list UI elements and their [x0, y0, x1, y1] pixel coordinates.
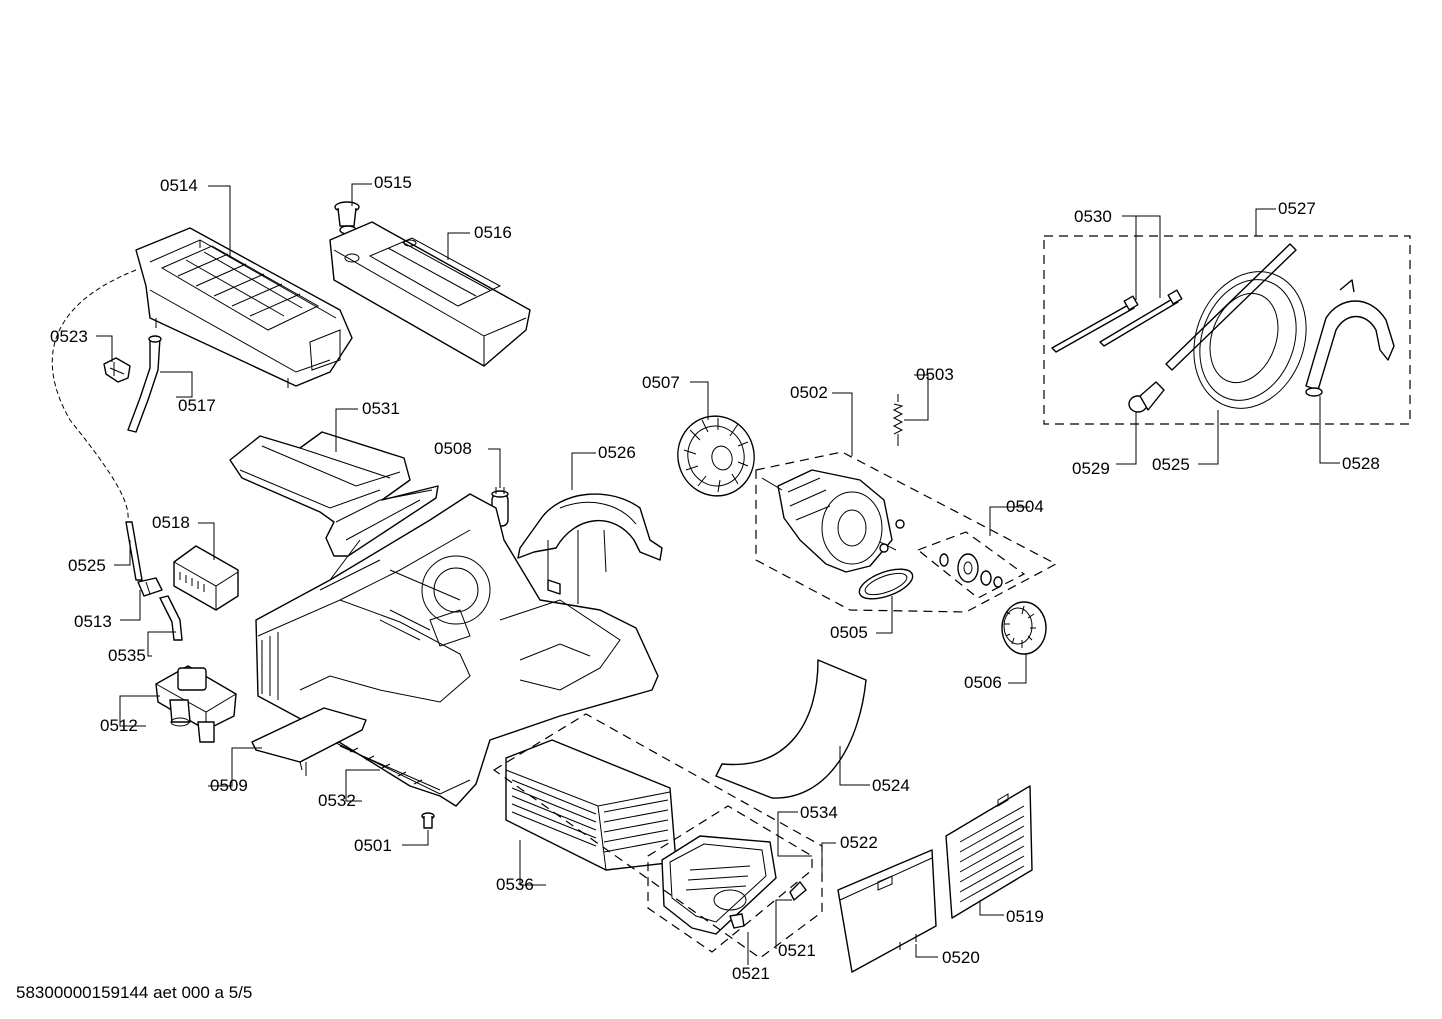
label-0502: 0502	[790, 383, 828, 402]
group-0522-box	[492, 713, 823, 959]
label-0512: 0512	[100, 716, 138, 735]
part-0501-screw	[421, 812, 435, 829]
part-0507-impeller	[677, 415, 755, 497]
part-0503-spring	[892, 394, 904, 446]
part-0523-clip	[103, 357, 131, 383]
document-code: 58300000159144 aet 000 a 5/5	[16, 983, 252, 1002]
label-0535: 0535	[108, 646, 146, 665]
part-0504-pulley-set	[939, 553, 1003, 588]
part-0509-cover-plate	[251, 707, 367, 776]
part-0530-cable-ties	[1051, 289, 1183, 353]
label-0507: 0507	[642, 373, 680, 392]
label-0501: 0501	[354, 836, 392, 855]
part-0520-access-panel	[837, 849, 937, 973]
label-0519: 0519	[1006, 907, 1044, 926]
label-0525-left: 0525	[68, 556, 106, 575]
part-0531-air-duct	[229, 431, 439, 557]
part-0524-seal-strip	[715, 659, 867, 799]
label-0514: 0514	[160, 176, 198, 195]
part-0502-motor	[761, 469, 905, 573]
label-0503: 0503	[916, 365, 954, 384]
part-0514-condensate-container	[135, 227, 353, 388]
part-0535-short-hose	[159, 595, 183, 641]
label-0513: 0513	[74, 612, 112, 631]
part-0525-tube-left-segment	[125, 521, 143, 581]
part-0526-drum-shroud	[517, 493, 663, 604]
part-0506-fan-wheel	[1001, 601, 1047, 655]
part-0536-heat-exchanger	[505, 739, 677, 871]
label-0521-right: 0521	[778, 941, 816, 960]
label-0522: 0522	[840, 833, 878, 852]
label-0530: 0530	[1074, 207, 1112, 226]
label-0524: 0524	[872, 776, 910, 795]
label-0528: 0528	[1342, 454, 1380, 473]
label-0516: 0516	[474, 223, 512, 242]
part-0521-clip-left	[729, 913, 745, 929]
label-0527: 0527	[1278, 199, 1316, 218]
part-0525-hose-coil	[1165, 243, 1307, 409]
group-0504-box	[916, 531, 1026, 599]
label-0532: 0532	[318, 791, 356, 810]
label-0531: 0531	[362, 399, 400, 418]
part-0519-grille	[945, 785, 1033, 919]
label-0523: 0523	[50, 327, 88, 346]
label-0534: 0534	[800, 803, 838, 822]
label-0536: 0536	[496, 875, 534, 894]
label-0508: 0508	[434, 439, 472, 458]
label-0509: 0509	[210, 776, 248, 795]
group-0502-box	[755, 451, 1058, 613]
part-0518-pump-cover	[173, 545, 239, 611]
group-0527-box	[1043, 235, 1411, 425]
label-0520: 0520	[942, 948, 980, 967]
label-0518: 0518	[152, 513, 190, 532]
label-0525-right: 0525	[1152, 455, 1190, 474]
label-0521-left: 0521	[732, 964, 770, 983]
part-0505-drive-belt	[858, 568, 914, 600]
label-0505: 0505	[830, 623, 868, 642]
label-0506: 0506	[964, 673, 1002, 692]
label-0515: 0515	[374, 173, 412, 192]
part-0513-connector	[137, 577, 163, 597]
label-0504: 0504	[1006, 497, 1044, 516]
label-0517: 0517	[178, 396, 216, 415]
label-0529: 0529	[1072, 459, 1110, 478]
group-0534-box	[647, 805, 813, 953]
part-0515-drain-cap	[334, 201, 360, 235]
part-0517-hose	[127, 335, 162, 433]
part-0529-nozzle	[1128, 381, 1165, 413]
part-0512-pump	[155, 665, 237, 743]
part-0534-filter-frame	[661, 835, 777, 935]
part-0525-tube-left	[51, 269, 137, 521]
leader-lines	[96, 183, 1340, 965]
part-0516-water-container	[329, 221, 531, 367]
label-0526: 0526	[598, 443, 636, 462]
part-0528-clamp	[1305, 279, 1395, 397]
part-0521-clip-right	[789, 881, 807, 901]
